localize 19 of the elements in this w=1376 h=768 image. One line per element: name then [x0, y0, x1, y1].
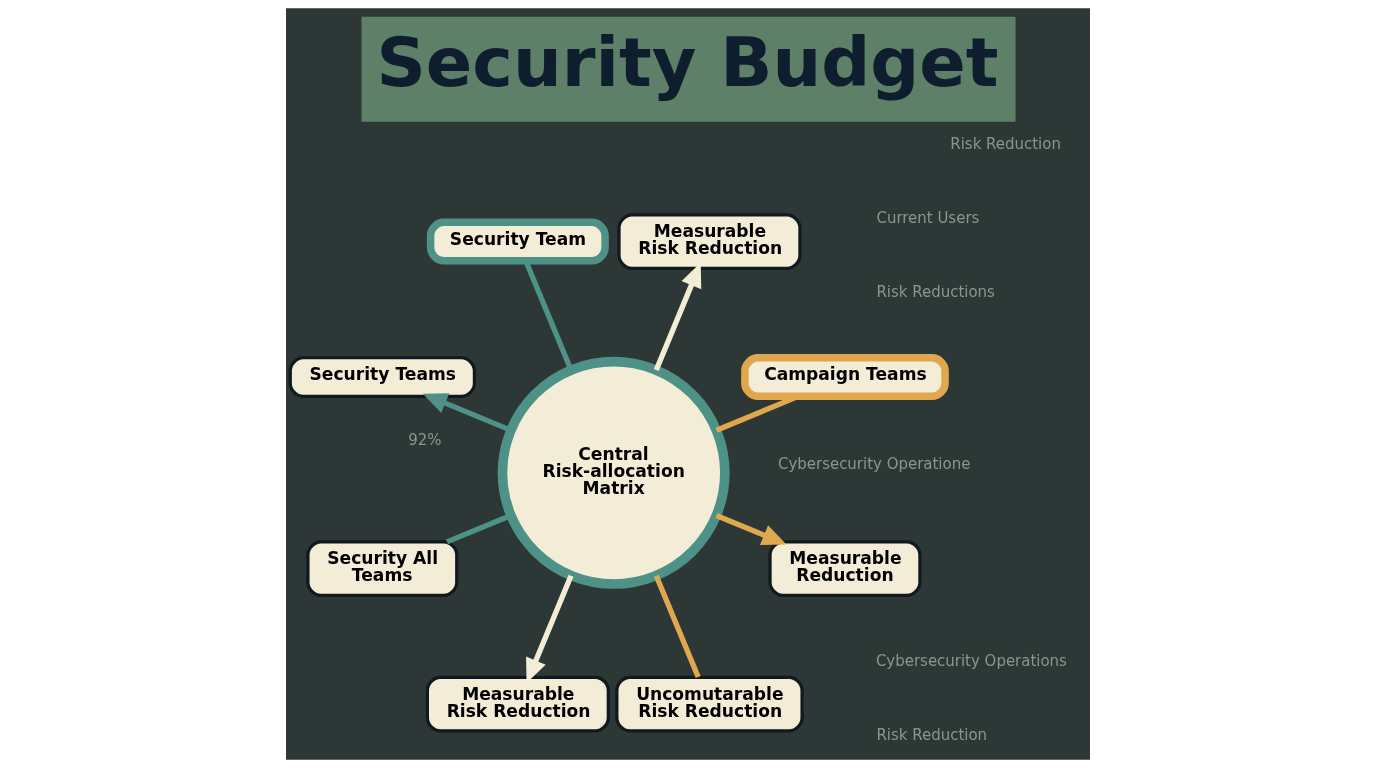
node-box: Security Teams	[288, 356, 476, 398]
node-box: Measurable Risk Reduction	[425, 675, 610, 733]
node-box: Uncomutarable Risk Reduction	[615, 675, 804, 733]
label: Risk Reductions	[876, 282, 995, 301]
label: Cybersecurity Operations	[875, 652, 1067, 671]
label: Current Users	[876, 209, 980, 228]
diagram-title: Security Budget	[376, 21, 999, 102]
label: 92%	[408, 430, 442, 449]
node-circle: Central Risk-allocation Matrix	[497, 356, 730, 589]
label: Cybersecurity Operatione	[777, 455, 971, 474]
node-box: Measurable Risk Reduction	[617, 213, 802, 270]
node-box: Measurable Reduction	[768, 540, 922, 598]
label: Risk Reduction	[876, 726, 988, 745]
label: Risk Reduction	[950, 135, 1061, 154]
node-box: Security All Teams	[306, 540, 459, 598]
arrow	[715, 512, 787, 545]
connector	[653, 574, 701, 678]
node-box: Security Team	[426, 218, 609, 265]
node-box: Campaign Teams	[741, 354, 949, 401]
